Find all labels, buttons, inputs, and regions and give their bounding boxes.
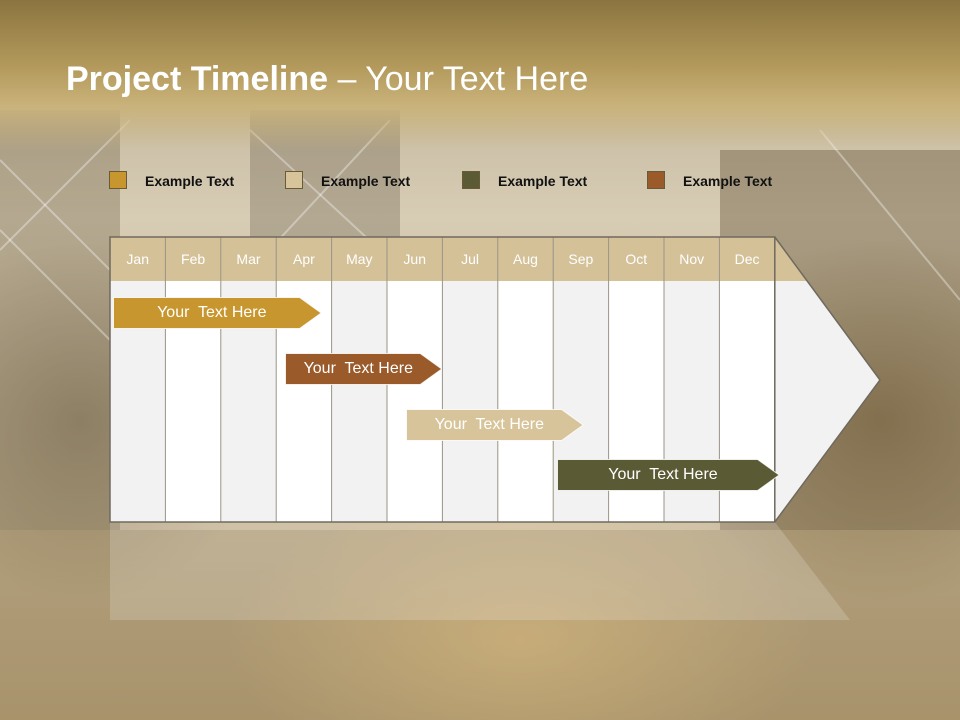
timeline-header-band	[110, 237, 808, 281]
task-bar: Your Text Here	[285, 353, 443, 385]
timeline-column	[497, 281, 554, 522]
month-label: Feb	[181, 251, 206, 267]
legend-label: Example Text	[321, 173, 411, 189]
month-label: May	[346, 251, 373, 267]
task-bar: Your Text Here	[113, 297, 322, 329]
task-bar-fill	[406, 409, 584, 441]
slide-title: Project Timeline – Your Text Here	[66, 60, 588, 99]
task-bar-label: Your Text Here	[608, 466, 718, 483]
legend-swatch	[462, 171, 480, 189]
task-bar-label: Your Text Here	[434, 416, 544, 433]
legend-label: Example Text	[145, 173, 235, 189]
task-bar-label: Your Text Here	[157, 304, 267, 321]
task-bar-fill	[113, 297, 322, 329]
title-rest: – Your Text Here	[328, 60, 589, 98]
task-bar-fill	[557, 459, 780, 491]
month-label: Apr	[292, 251, 315, 267]
timeline-reflection	[110, 522, 850, 620]
task-bar-fill	[285, 353, 443, 385]
month-label: Mar	[236, 251, 261, 267]
month-label: Dec	[734, 251, 760, 267]
title-bar	[0, 0, 960, 150]
legend-swatch	[647, 171, 665, 189]
task-bar-shape	[557, 459, 780, 491]
legend-swatch	[109, 171, 127, 189]
month-label: Oct	[625, 251, 648, 267]
month-label: Sep	[568, 251, 594, 267]
month-label: Nov	[679, 251, 705, 267]
legend-swatch	[285, 171, 303, 189]
timeline-arrow-tip	[774, 236, 881, 523]
task-bar-shape	[406, 409, 584, 441]
task-bar-label: Your Text Here	[303, 360, 413, 377]
month-label: Jul	[461, 251, 480, 267]
timeline-frame	[109, 236, 776, 523]
legend-label: Example Text	[498, 173, 588, 189]
task-bar-shape	[113, 297, 322, 329]
task-bar: Your Text Here	[557, 459, 780, 491]
month-label: Jun	[403, 251, 426, 267]
month-label: Jan	[126, 251, 149, 267]
timeline-column	[387, 281, 443, 522]
task-bar-shape	[285, 353, 443, 385]
title-bold: Project Timeline	[66, 60, 329, 98]
task-bar: Your Text Here	[406, 409, 584, 441]
legend-label: Example Text	[683, 173, 773, 189]
month-label: Aug	[513, 251, 538, 267]
